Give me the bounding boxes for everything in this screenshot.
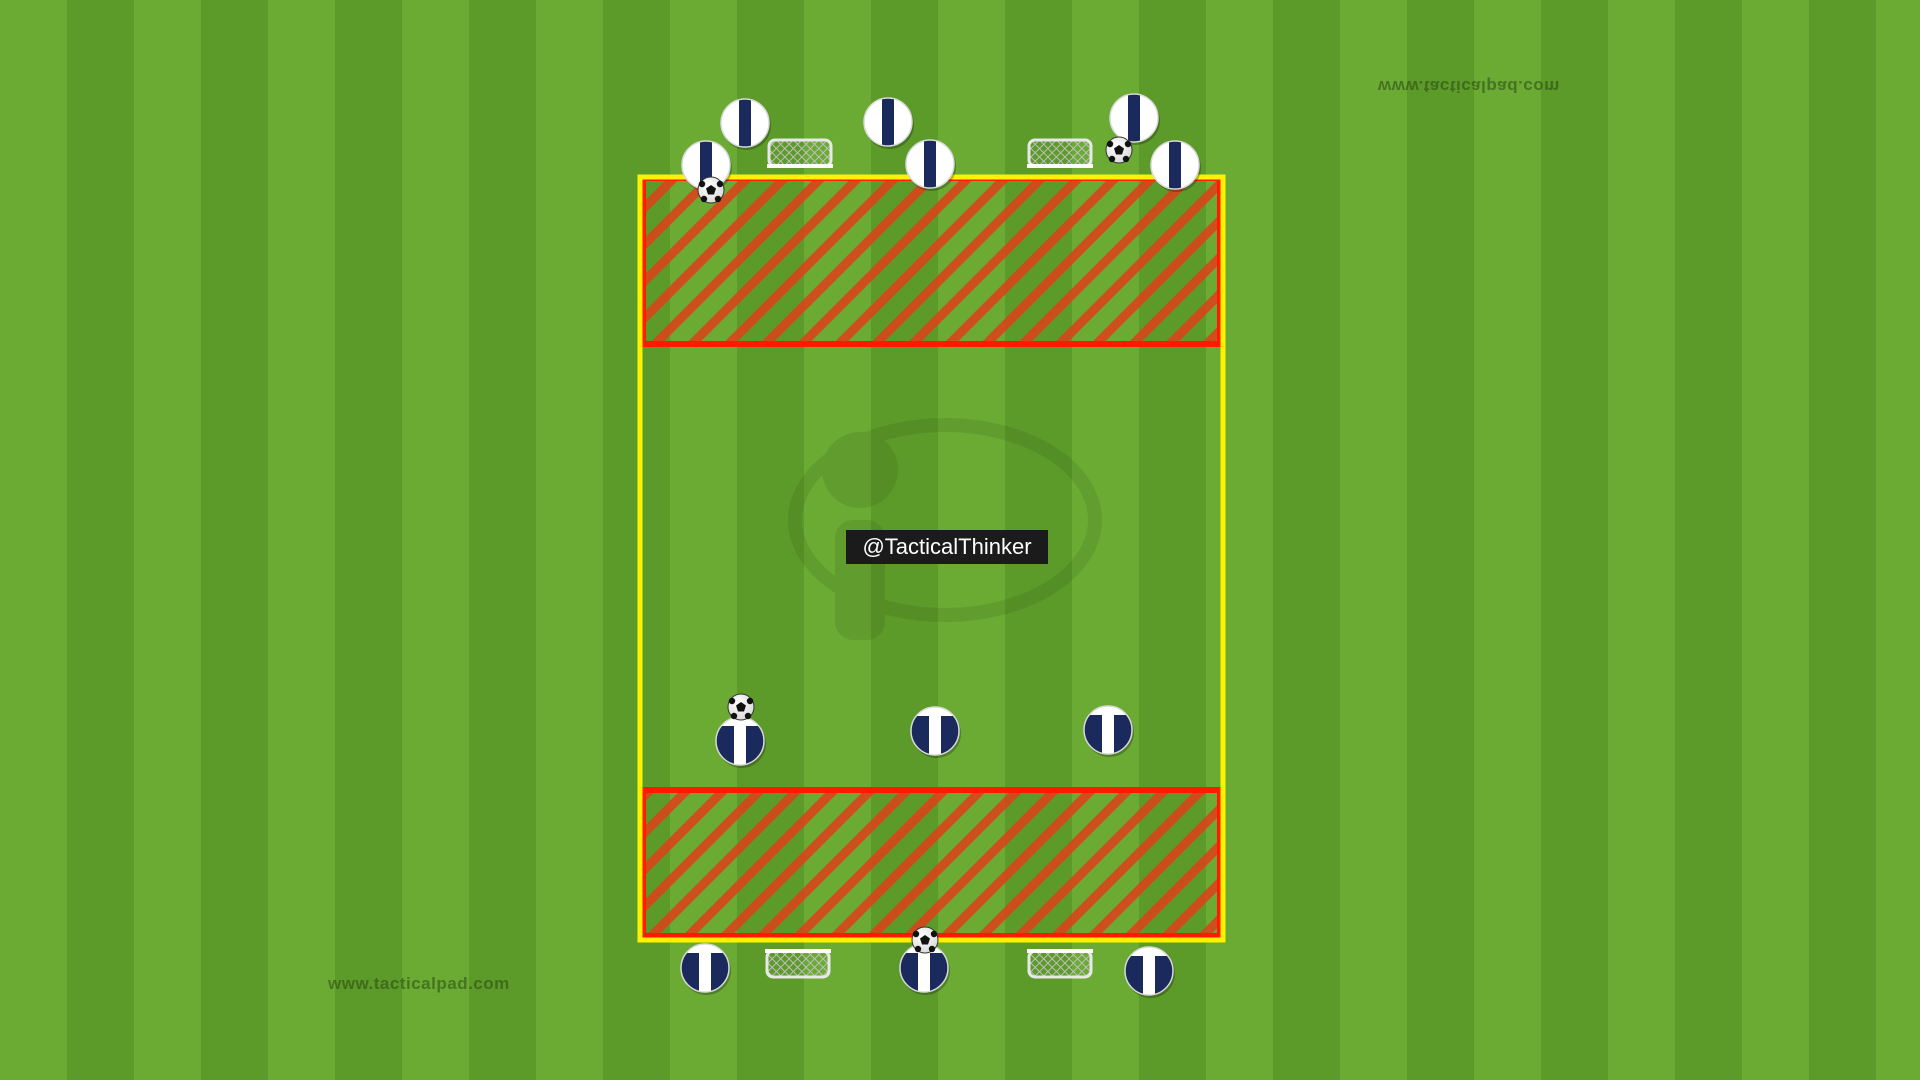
navy-player-2 [910,706,961,758]
grass-stripe [1407,0,1475,1080]
grass-stripe [402,0,470,1080]
grass-stripe [536,0,604,1080]
grass-stripe [201,0,269,1080]
bottom-right-goal [1027,949,1093,979]
white-player-5 [905,139,956,191]
grass-stripe [1474,0,1542,1080]
handle-label: @TacticalThinker [846,530,1048,564]
white-player-2 [863,97,914,149]
grass-stripe [1608,0,1676,1080]
white-player-1 [720,98,771,150]
soccer-ball [697,176,725,204]
grass-stripe [1742,0,1810,1080]
bottom-end-zone [640,787,1223,939]
grass-stripe [1541,0,1609,1080]
grass-stripe [0,0,68,1080]
grass-stripe [1675,0,1743,1080]
grass-stripe [67,0,135,1080]
top-right-goal [1027,138,1093,168]
bottom-left-goal [765,949,831,979]
navy-player-3 [1083,705,1134,757]
grass-stripe [1273,0,1341,1080]
navy-player-4 [680,943,731,995]
grass-stripe [268,0,336,1080]
white-player-3 [1109,93,1160,145]
top-end-zone [640,175,1223,347]
grass-stripe [1340,0,1408,1080]
top-left-goal [767,138,833,168]
white-player-6 [1150,140,1201,192]
watermark-top: www.tacticalpad.com [1378,77,1560,96]
grass-stripe [469,0,537,1080]
soccer-ball [727,693,755,721]
soccer-ball [1105,136,1133,164]
grass-stripe [1809,0,1877,1080]
soccer-ball [911,926,939,954]
navy-player-6 [1124,946,1175,998]
grass-stripe [335,0,403,1080]
watermark-bottom: www.tacticalpad.com [328,974,510,993]
grass-stripe [134,0,202,1080]
grass-stripe [1876,0,1920,1080]
navy-player-1 [715,716,766,768]
